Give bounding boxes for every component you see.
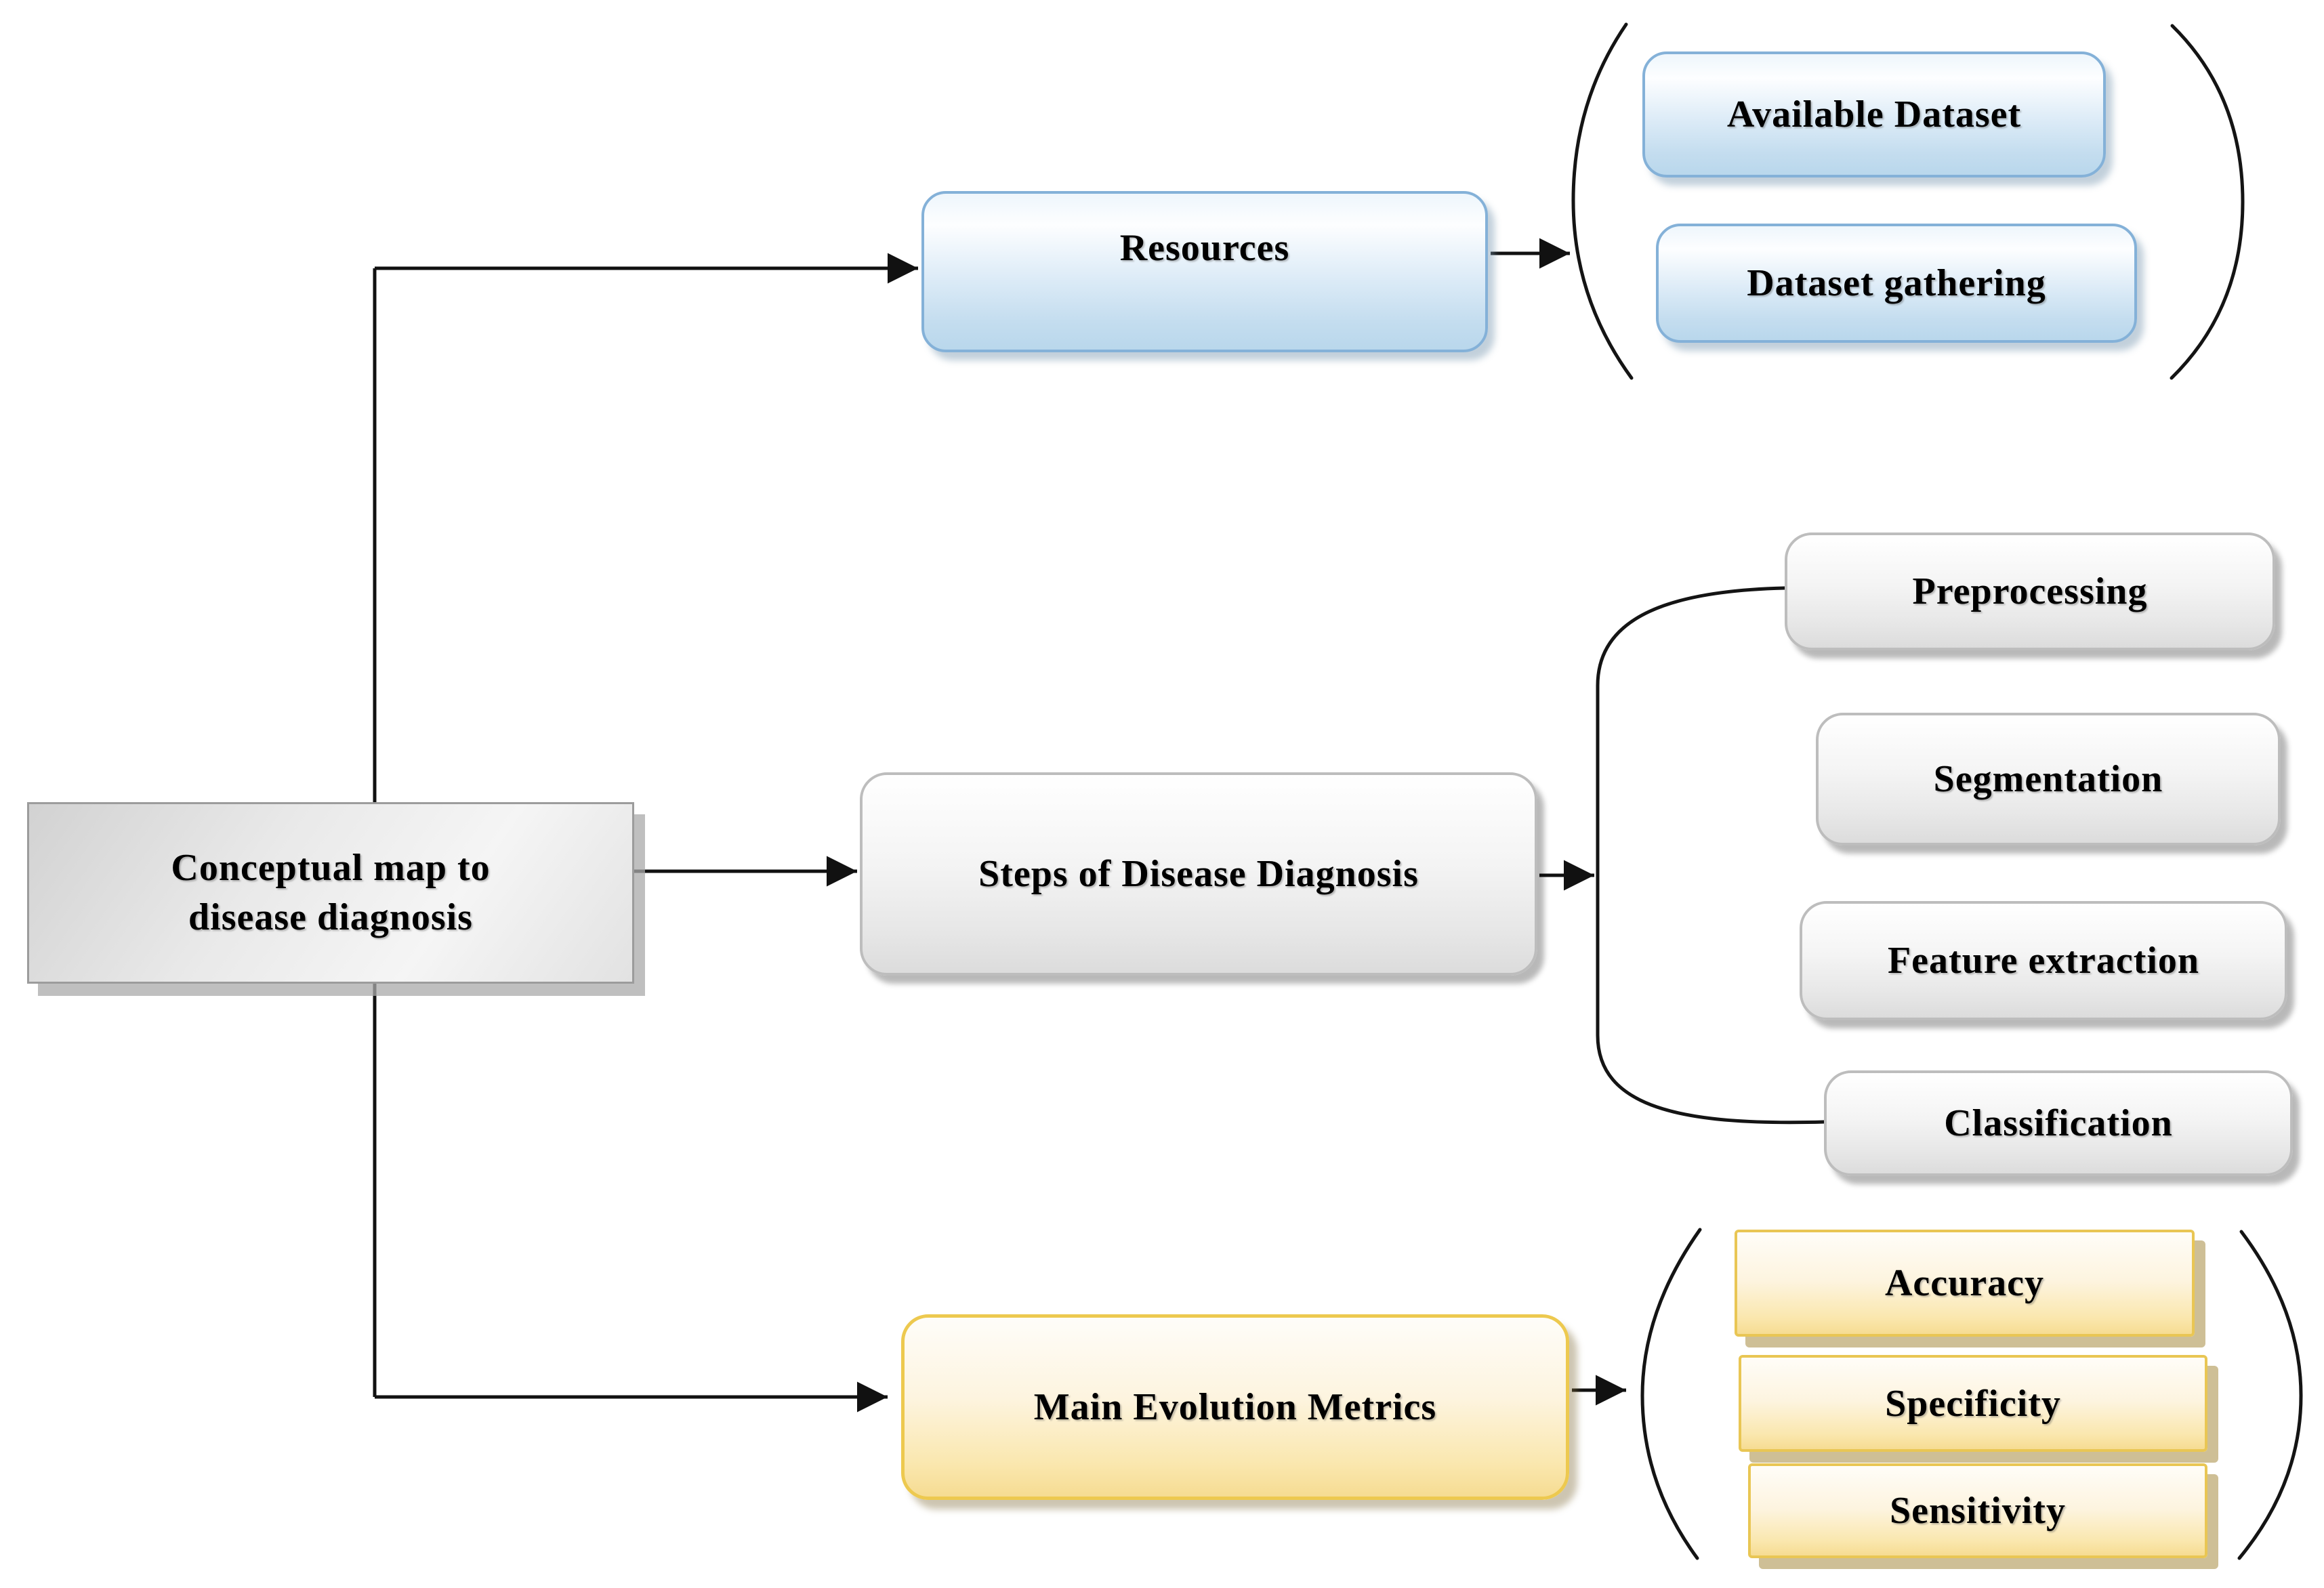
classification-node: Classification <box>1824 1070 2293 1176</box>
preprocessing-node: Preprocessing <box>1785 532 2275 650</box>
right-paren-datasets-icon <box>2170 24 2245 380</box>
right-paren-metrics-icon <box>2237 1230 2303 1560</box>
accuracy-node: Accuracy <box>1735 1230 2195 1337</box>
dataset-gathering-node: Dataset gathering <box>1656 224 2137 343</box>
sensitivity-node: Sensitivity <box>1748 1463 2207 1558</box>
specificity-node: Specificity <box>1739 1355 2207 1452</box>
steps-of-disease-diagnosis-node: Steps of Disease Diagnosis <box>860 772 1537 976</box>
steps-brace-icon <box>1596 586 1826 1125</box>
available-dataset-node: Available Dataset <box>1642 51 2106 177</box>
conceptual-map-node: Conceptual map to disease diagnosis <box>27 802 634 984</box>
feature-extraction-node: Feature extraction <box>1800 901 2287 1020</box>
resources-node: Resources <box>921 191 1488 352</box>
segmentation-node: Segmentation <box>1816 713 2281 845</box>
left-paren-metrics-icon <box>1640 1228 1702 1560</box>
main-evolution-metrics-node: Main Evolution Metrics <box>901 1314 1569 1500</box>
left-paren-datasets-icon <box>1571 22 1634 380</box>
